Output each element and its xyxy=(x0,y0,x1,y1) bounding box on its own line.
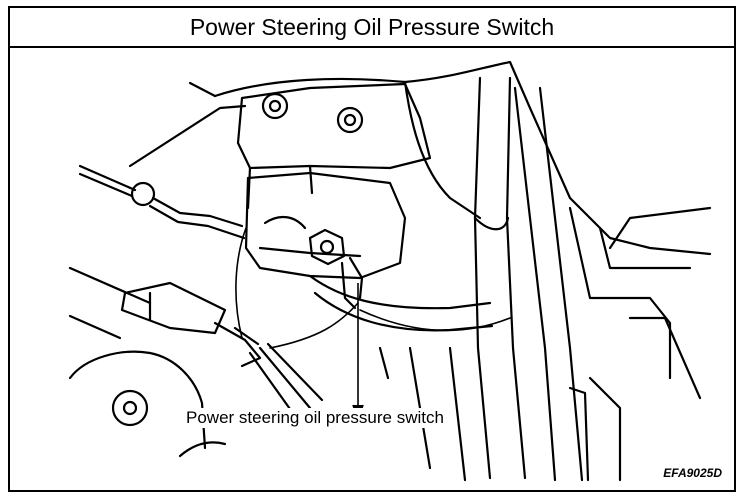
diagram-frame: Power Steering Oil Pressure Switch xyxy=(8,6,736,492)
diagram-title: Power Steering Oil Pressure Switch xyxy=(10,8,734,48)
figure-code: EFA9025D xyxy=(663,466,722,480)
engine-line-drawing xyxy=(68,60,712,482)
callout-label: Power steering oil pressure switch xyxy=(184,408,446,428)
